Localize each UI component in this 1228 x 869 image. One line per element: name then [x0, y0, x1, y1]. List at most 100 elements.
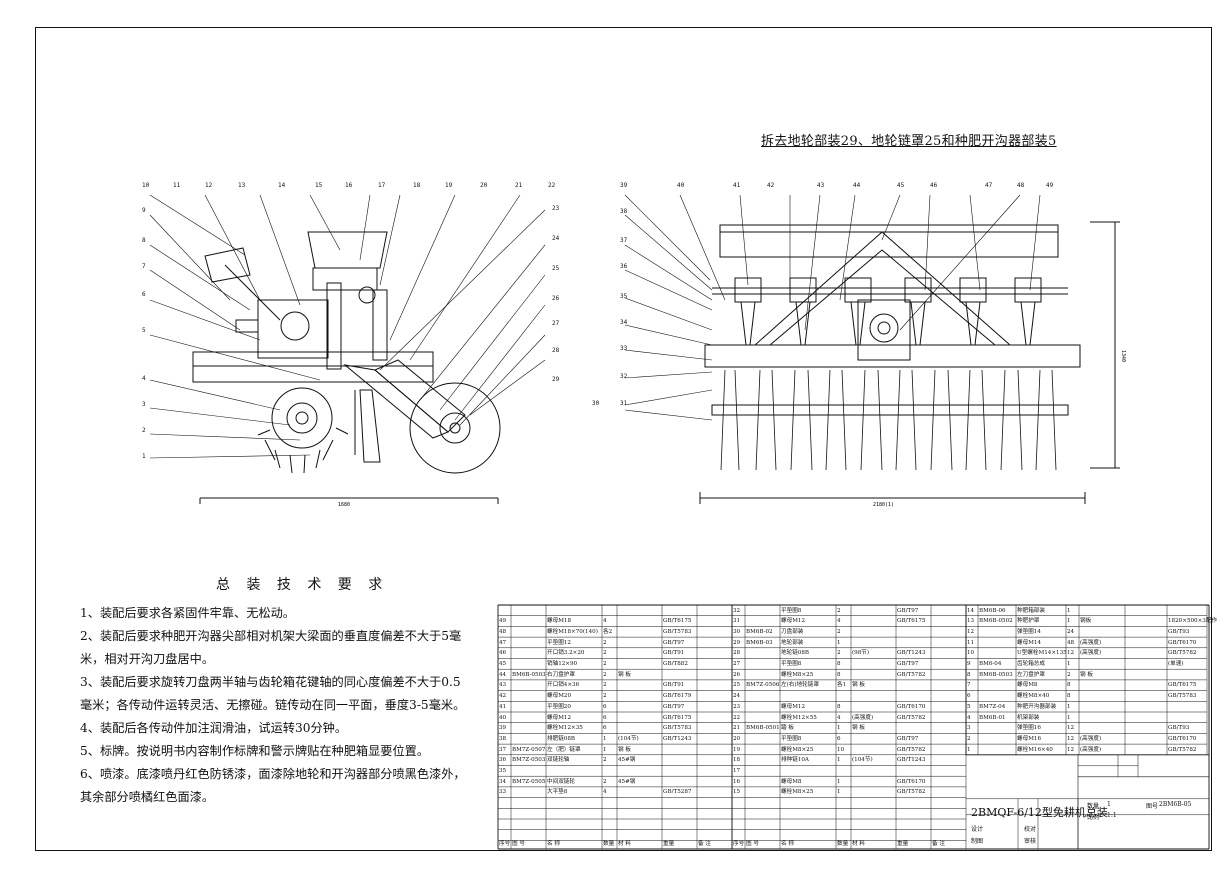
bom-cell: BM6B-0503 [512, 671, 546, 678]
bom-cell: 平垫圈12 [547, 639, 571, 646]
bom-cell: 双链轮轴 [547, 757, 570, 764]
bom-cell: 2 [837, 607, 841, 614]
req-line: 2、装配后要求种肥开沟器尖部相对机架大梁面的垂直度偏差不大于5毫 [80, 629, 462, 643]
bom-cell: 19 [733, 746, 741, 753]
bom-cell: BM6B-02 [746, 628, 773, 635]
bom-cell: GB/T97 [663, 639, 685, 646]
bom-cell: 种肥箱部装 [1017, 607, 1045, 614]
bom-cell: 6 [603, 703, 607, 710]
req-line: 6、喷漆。底漆喷丹红色防锈漆，面漆除地轮和开沟器部分喷黑色漆外， [80, 767, 466, 781]
side-width-dim: 1680 [338, 502, 350, 508]
balloon-label: 24 [552, 235, 560, 242]
bom-cell: GB/T93 [1168, 725, 1190, 732]
bom-cell: 螺栓M12×55 [781, 714, 817, 721]
bom-cell: BM7Z-0507 [512, 746, 546, 753]
bom-cell: 左（肥）链罩 [547, 746, 581, 753]
bom-cell: 排种链10A [781, 757, 809, 764]
bom-cell: 螺母M8 [1017, 682, 1038, 689]
bom-cell: 12 [1067, 650, 1075, 657]
bom-cell: 18 [733, 757, 741, 764]
bom-cell: 24 [1067, 628, 1075, 635]
bom-cell: GB/T5782 [897, 671, 926, 678]
bom-cell: 钢 板 [852, 725, 865, 732]
bom-cell: 33 [499, 789, 507, 796]
bom-cell: 图 号 [746, 840, 759, 847]
bom-cell: 1 [1067, 661, 1071, 667]
balloon-label: 1 [142, 453, 146, 460]
bom-cell: 序号 [499, 840, 511, 847]
bom-cell: 开口销4×36 [547, 682, 580, 689]
bom-cell: GB/T5782 [1168, 650, 1197, 657]
bom-cell: 钢 板 [618, 671, 631, 678]
bom-cell: GB/T97 [897, 607, 919, 614]
design-label: 设计 [971, 826, 984, 833]
balloon-label: 5 [142, 327, 146, 334]
balloon-label: 7 [142, 263, 146, 270]
balloon-label: 29 [552, 376, 560, 383]
balloon-label: 43 [817, 182, 825, 189]
bom-cell: GB/T1243 [897, 757, 926, 764]
bom-cell: 开口销3.2×20 [547, 650, 585, 657]
bom-cell: BM6B-0502 [979, 618, 1013, 625]
balloon-label: 44 [853, 182, 861, 189]
bom-cell: 12 [967, 628, 975, 635]
bom-cell: 种肥开沟器部装 [1017, 703, 1057, 710]
bom-cell: 45#钢 [618, 757, 636, 764]
req-line: 3、装配后要求旋转刀盘两半轴与齿轮箱花键轴的同心度偏差不大于0.5 [80, 675, 461, 689]
balloon-label: 3 [142, 401, 146, 408]
bom-cell: BM7Z-0506 [746, 682, 780, 689]
draw-label: 制图 [971, 838, 984, 845]
front-width-dim: 2180(1) [873, 502, 894, 508]
bom-cell: 螺母M12 [781, 703, 806, 710]
bom-cell: 螺母M12 [781, 618, 806, 625]
bom-cell: (104节) [618, 735, 639, 742]
bom-cell: GB/T6170 [897, 778, 926, 785]
review-label: 审核 [1024, 838, 1037, 845]
bom-cell: 备 注 [698, 840, 711, 847]
bom-cell: 1 [1067, 703, 1071, 710]
requirements-title: 总 装 技 术 要 求 [216, 577, 389, 593]
bom-cell: 30 [733, 628, 741, 635]
bom-cell: 2 [967, 735, 971, 742]
balloon-label: 32 [620, 373, 628, 380]
balloon-label: 30 [592, 400, 600, 407]
bom-cell: 12 [1067, 746, 1075, 753]
bom-cell: 21 [733, 725, 741, 732]
balloon-label: 9 [142, 207, 146, 214]
balloon-label: 48 [1017, 182, 1025, 189]
bom-cell: GB/T6179 [663, 693, 692, 700]
bom-cell: 1 [603, 746, 607, 753]
qty-value: 1 [1107, 801, 1111, 808]
bom-cell: GB/T97 [663, 703, 685, 710]
balloon-label: 37 [620, 237, 628, 244]
bom-cell: 32 [733, 607, 741, 614]
balloon-label: 33 [620, 345, 628, 352]
bom-cell: 右刀盘护罩 [547, 671, 575, 678]
bom-cell: GB/T882 [663, 661, 688, 667]
bom-cell: GB/T91 [663, 650, 685, 657]
bom-cell: 数量 [837, 840, 849, 847]
balloon-label: 23 [552, 205, 560, 212]
front-view [699, 221, 1120, 504]
check-label: 校对 [1024, 826, 1037, 833]
bom-cell: 10 [837, 746, 845, 753]
bom-cell: 螺母M16 [1017, 735, 1042, 742]
bom-cell: 重量 [897, 840, 909, 847]
bom-cell: 24 [733, 693, 741, 700]
drawing-frame [35, 27, 1212, 851]
bom-cell: 37 [499, 746, 507, 753]
balloon-label: 28 [552, 347, 560, 354]
bom-cell: 47 [499, 639, 507, 646]
bom-cell: 38 [499, 735, 507, 742]
bom-cell: 12 [1067, 725, 1075, 732]
balloon-label: 6 [142, 291, 146, 298]
bom-cell: GB/T5783 [663, 628, 692, 635]
bom-cell: GB/T97 [897, 735, 919, 742]
bom-cell: 49 [499, 618, 507, 625]
bom-cell: 各2 [603, 628, 613, 635]
dwg-label: 图号 [1146, 803, 1159, 810]
bom-cell: 重量 [663, 840, 675, 847]
bom-cell: BM6B-03 [746, 639, 773, 646]
